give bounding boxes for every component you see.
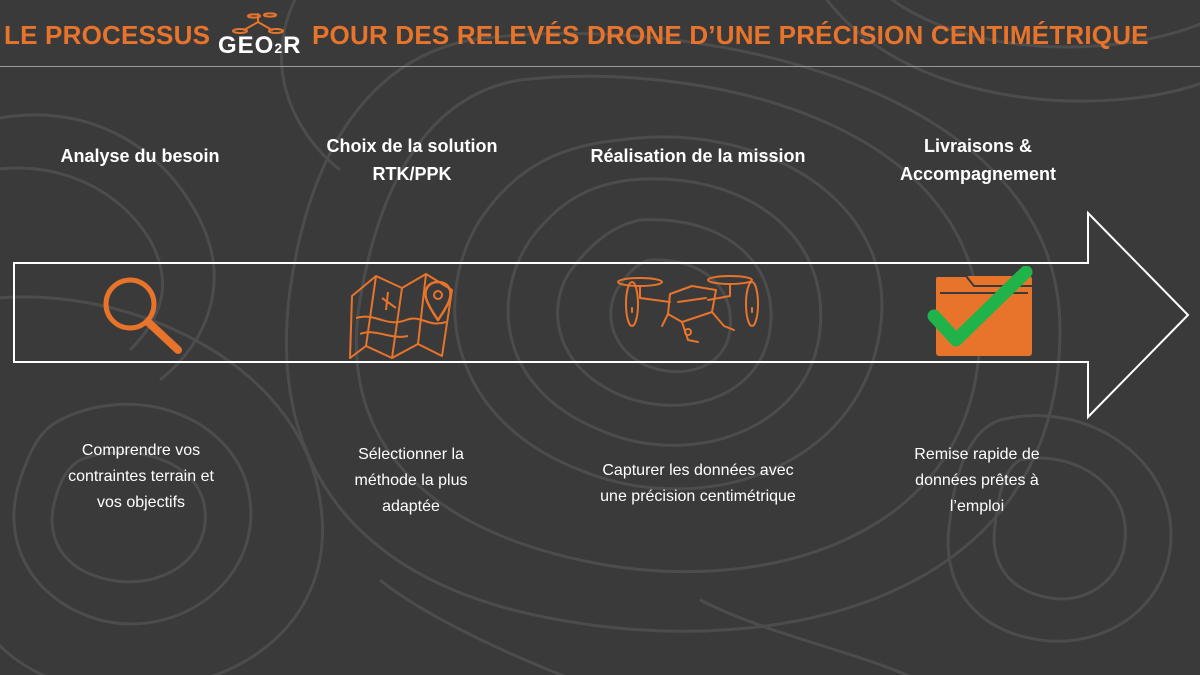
logo-text: GEO2R xyxy=(218,32,302,59)
magnifier-icon xyxy=(103,277,182,354)
checkmark-icon xyxy=(927,266,1033,347)
step-3-description: Capturer les données avec une précision … xyxy=(600,462,796,505)
title-right: POUR DES RELEVÉS DRONE D’UNE PRÉCISION C… xyxy=(312,20,1149,50)
geo2r-logo: GEO2R xyxy=(214,10,306,60)
step-4-title: Livraisons & Accompagnement xyxy=(899,136,1057,184)
step-2-title: Choix de la solution RTK/PPK xyxy=(326,136,498,184)
drone-logo-icon xyxy=(232,12,284,34)
step-1-description: Comprendre vos contraintes terrain et vo… xyxy=(68,442,214,511)
process-arrow xyxy=(13,210,1190,420)
map-pin-icon xyxy=(349,273,453,359)
header: LE PROCESSUS GEO2R POUR DES RELEVÉS DRON… xyxy=(0,0,1200,66)
folder-check-icon xyxy=(927,266,1033,356)
drone-icon xyxy=(617,275,759,343)
step-4-description: Remise rapide de données prêtes à l’empl… xyxy=(914,446,1040,515)
step-2-description: Sélectionner la méthode la plus adaptée xyxy=(354,446,468,515)
title-left: LE PROCESSUS xyxy=(4,20,211,50)
header-divider xyxy=(0,66,1200,67)
step-1-title: Analyse du besoin xyxy=(60,146,220,166)
step-3-title: Réalisation de la mission xyxy=(590,146,806,166)
